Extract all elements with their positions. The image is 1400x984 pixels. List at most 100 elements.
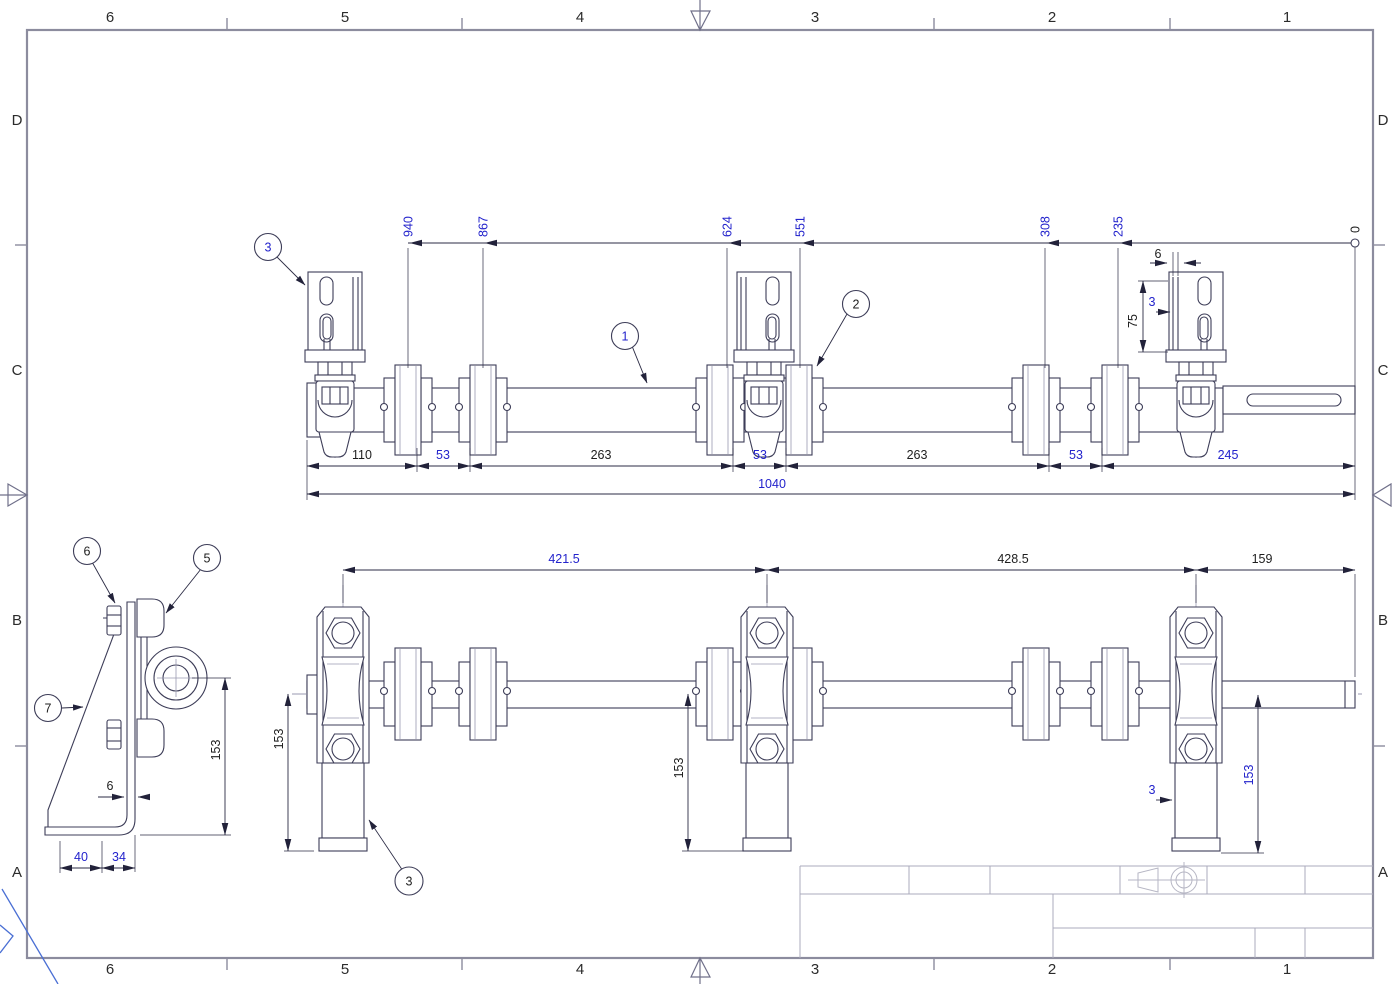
shaft-end-block <box>306 674 319 715</box>
corner-trim-mark <box>0 888 59 984</box>
collar <box>379 364 437 456</box>
center-mark-bottom <box>690 956 711 984</box>
grid-row-label: D <box>12 112 23 129</box>
collar <box>1007 364 1065 456</box>
dim-label: 110 <box>352 448 372 462</box>
grid-col-label: 4 <box>576 961 584 978</box>
center-mark-right <box>1371 482 1392 508</box>
grid-col-label: 6 <box>106 9 114 26</box>
dim-label: 153 <box>272 729 286 750</box>
dim-label: 263 <box>591 448 612 462</box>
collar <box>691 364 749 456</box>
dim-label: 551 <box>794 216 808 237</box>
height-dimensions: 153 153 153 3 <box>272 693 1264 854</box>
balloon-label: 2 <box>853 298 860 312</box>
grid-row-label: C <box>1378 362 1389 379</box>
dim-label: 153 <box>209 740 223 761</box>
balloon-item-3-top: 3 <box>253 232 306 286</box>
clamp-flange <box>136 598 165 638</box>
front-view: 421.5 428.5 159 153 153 153 3 3 <box>272 552 1362 896</box>
post-assembly <box>316 584 370 852</box>
title-block <box>799 862 1373 958</box>
grid-row-label: B <box>1378 612 1388 629</box>
dim-label: 153 <box>1242 765 1256 786</box>
center-mark-top <box>690 0 711 32</box>
grid-row-label: C <box>12 362 23 379</box>
end-flat-bar <box>1222 385 1356 415</box>
grid-labels: 6 5 4 3 2 1 6 5 4 3 2 1 D C B A D C B A <box>12 9 1389 978</box>
balloon-label: 3 <box>406 875 413 889</box>
balloon-label: 5 <box>204 552 211 566</box>
balloon-label: 7 <box>45 702 52 716</box>
ordinate-dimensions: 940 867 624 551 308 235 0 <box>402 216 1363 368</box>
dim-label: 53 <box>436 448 450 462</box>
dim-label: 235 <box>1112 216 1126 237</box>
grid-col-label: 4 <box>576 9 584 26</box>
grid-col-label: 2 <box>1048 9 1056 26</box>
bolt <box>106 605 122 636</box>
dim-label: 40 <box>74 850 88 864</box>
grid-col-label: 1 <box>1283 961 1291 978</box>
bolt <box>106 719 122 750</box>
center-mark-left <box>0 482 29 508</box>
bracket-detail-dimensions: 6 3 75 <box>1126 247 1201 353</box>
grid-col-label: 2 <box>1048 961 1056 978</box>
dim-label: 3 <box>1149 783 1156 797</box>
balloon-item-2: 2 <box>816 289 871 367</box>
dim-label: 263 <box>907 448 928 462</box>
balloon-item-6: 6 <box>72 536 116 604</box>
collar <box>454 647 512 741</box>
ordinate-origin-marker <box>1350 238 1360 248</box>
collar <box>379 647 437 741</box>
detail-dimensions: 153 6 40 34 <box>59 677 231 873</box>
dim-label: 428.5 <box>997 552 1028 566</box>
collar <box>691 647 749 741</box>
projection-symbol-icon <box>1128 862 1205 898</box>
dim-label: 3 <box>1149 295 1156 309</box>
balloon-item-1: 1 <box>610 321 648 384</box>
top-view: 940 867 624 551 308 235 0 110 5 <box>253 216 1363 500</box>
grid-col-label: 6 <box>106 961 114 978</box>
dim-label: 53 <box>753 448 767 462</box>
dim-label: 75 <box>1126 314 1140 328</box>
detail-side-view: 153 6 40 34 6 5 7 <box>33 536 231 873</box>
span-dimensions: 421.5 428.5 159 <box>342 552 1356 677</box>
dim-label: 624 <box>721 216 735 237</box>
angle-plate <box>44 601 136 836</box>
dim-label: 421.5 <box>548 552 579 566</box>
dim-label: 308 <box>1039 216 1053 237</box>
dim-label: 0 <box>1349 226 1363 233</box>
balloon-label: 3 <box>265 241 272 255</box>
chain-dimensions: 110 53 263 53 263 53 245 1040 <box>306 247 1356 500</box>
dim-label: 159 <box>1252 552 1273 566</box>
dim-label: 53 <box>1069 448 1083 462</box>
dim-label: 245 <box>1218 448 1239 462</box>
balloon-item-5: 5 <box>165 543 222 614</box>
dim-label: 6 <box>107 779 114 793</box>
collar <box>1086 364 1144 456</box>
balloon-item-3-bottom: 3 <box>368 819 424 896</box>
dim-label: 867 <box>477 216 491 237</box>
dim-label: 1040 <box>758 477 786 491</box>
post-assembly <box>1169 584 1223 852</box>
grid-row-label: A <box>1378 864 1388 881</box>
dim-label: 34 <box>112 850 126 864</box>
post-assembly <box>740 584 794 852</box>
grid-row-label: D <box>1378 112 1389 129</box>
balloon-label: 6 <box>84 545 91 559</box>
balloon-label: 1 <box>622 330 629 344</box>
grid-row-label: A <box>12 864 22 881</box>
grid-col-label: 5 <box>341 9 349 26</box>
collar <box>1007 647 1065 741</box>
collar <box>1086 647 1144 741</box>
dim-label: 940 <box>402 216 416 237</box>
collar <box>454 364 512 456</box>
grid-col-label: 3 <box>811 961 819 978</box>
clamp-flange <box>136 718 165 758</box>
grid-row-label: B <box>12 612 22 629</box>
grid-col-label: 1 <box>1283 9 1291 26</box>
dim-label: 153 <box>672 758 686 779</box>
